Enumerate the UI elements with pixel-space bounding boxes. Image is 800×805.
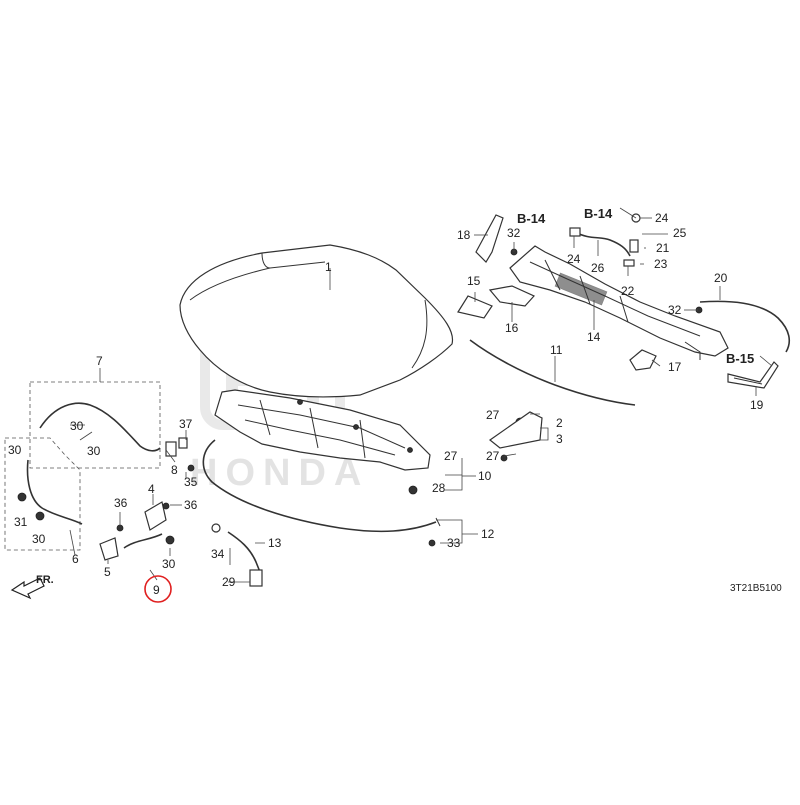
callout-33: 33: [447, 536, 461, 550]
callout-30e: 30: [162, 557, 176, 571]
callout-4: 4: [148, 482, 155, 496]
hood-panel: [179, 244, 454, 398]
callout-7: 7: [96, 354, 103, 368]
callout-23: 23: [654, 257, 668, 271]
highlight-circle: [144, 575, 172, 603]
cowl-side-bracket-left: [475, 214, 504, 263]
cable-group-7: [29, 381, 161, 469]
callout-26: 26: [591, 261, 605, 275]
cowl-seal-piece: [488, 285, 535, 307]
callout-24a: 24: [655, 211, 669, 225]
callout-27c: 27: [444, 449, 458, 463]
cable-group-6: [4, 437, 83, 551]
ref-b14-left: B-14: [517, 211, 546, 226]
cowl-end-cap: [629, 349, 657, 371]
callout-2: 2: [556, 416, 563, 430]
callout-1: 1: [325, 260, 332, 274]
callout-35: 35: [184, 475, 198, 489]
hood-inner-frame: [214, 389, 431, 471]
callout-21: 21: [656, 241, 670, 255]
callout-28: 28: [432, 481, 446, 495]
callout-36a: 36: [114, 496, 128, 510]
callout-8: 8: [171, 463, 178, 477]
callout-10: 10: [478, 469, 492, 483]
callout-25: 25: [673, 226, 687, 240]
callout-30d: 30: [32, 532, 46, 546]
callout-36b: 36: [184, 498, 198, 512]
washer-tube: [699, 300, 791, 353]
drawing-code: 3T21B5100: [730, 583, 782, 594]
callout-31: 31: [14, 515, 28, 529]
callout-15: 15: [467, 274, 481, 288]
callout-13: 13: [268, 536, 282, 550]
callout-34: 34: [211, 547, 225, 561]
callout-14: 14: [587, 330, 601, 344]
cowl-top-cover: [509, 245, 729, 360]
callout-16: 16: [505, 321, 519, 335]
leader-lines: [69, 207, 773, 583]
callout-11: 11: [550, 343, 563, 357]
callout-19: 19: [750, 398, 764, 412]
hood-rear-seal: [469, 339, 636, 406]
callout-30a: 30: [70, 419, 84, 433]
callout-18: 18: [457, 228, 471, 242]
hood-front-seal: [202, 439, 441, 533]
callout-30c: 30: [8, 443, 22, 457]
callout-9: 9: [153, 583, 160, 597]
direction-label: FR.: [36, 574, 54, 586]
callout-27a: 27: [486, 408, 500, 422]
callout-6: 6: [72, 552, 79, 566]
callout-27b: 27: [486, 449, 500, 463]
ref-b15: B-15: [726, 351, 754, 366]
callout-20: 20: [714, 271, 728, 285]
callout-32a: 32: [507, 226, 521, 240]
callout-3: 3: [556, 432, 563, 446]
callout-17: 17: [668, 360, 682, 374]
callout-29: 29: [222, 575, 236, 589]
washer-nozzle-assembly: [569, 213, 641, 267]
callout-24b: 24: [567, 252, 581, 266]
front-direction-arrow: FR.: [10, 574, 54, 600]
callout-12: 12: [481, 527, 495, 541]
callout-37: 37: [179, 417, 193, 431]
ref-b14-right: B-14: [584, 206, 613, 221]
hood-latch-hardware: [99, 248, 703, 587]
callout-labels: 1 2 3 4 5 6 7 8 9 10 11 12 13 14 15 16 1…: [8, 206, 764, 597]
callout-5: 5: [104, 565, 111, 579]
callout-32b: 32: [668, 303, 682, 317]
callout-30b: 30: [87, 444, 101, 458]
cowl-side-cap: [457, 295, 493, 319]
callout-22: 22: [621, 284, 635, 298]
cowl-side-bracket-right: [727, 361, 779, 389]
